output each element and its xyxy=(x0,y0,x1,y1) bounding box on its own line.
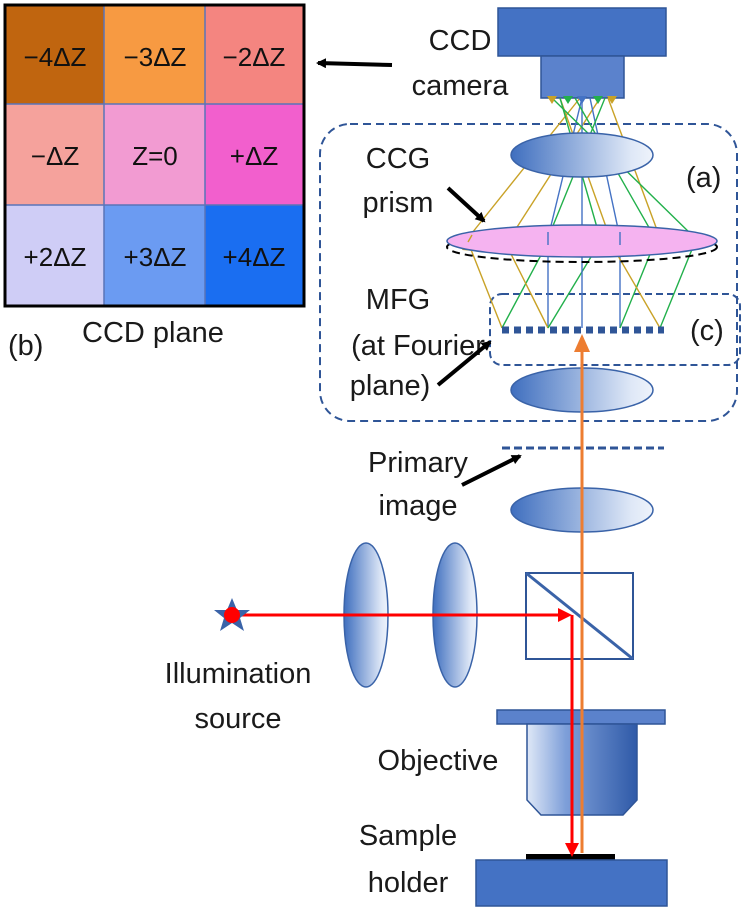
ccd-plane-label: CCD plane xyxy=(82,317,224,349)
grid-cell-r0c2 xyxy=(205,6,303,104)
grid-cell-r1c2 xyxy=(205,104,303,205)
grid-cell-r2c0 xyxy=(6,205,104,305)
sample-holder-label-2: holder xyxy=(368,867,449,899)
grid-cell-r2c2 xyxy=(205,205,303,305)
ccg-prism-label-1: CCG xyxy=(366,143,430,175)
illumination-beam xyxy=(232,608,579,857)
illumination-source-label-2: source xyxy=(194,703,281,735)
grid-cell-r1c0 xyxy=(6,104,104,205)
grid-label-r1c2: +ΔZ xyxy=(230,141,279,171)
primary-image-label-2: image xyxy=(379,490,458,522)
grid-cell-r0c1 xyxy=(104,6,205,104)
panel-label-a: (a) xyxy=(686,162,721,194)
primary-image-pointer xyxy=(461,454,522,487)
primary-image-label-1: Primary xyxy=(368,447,468,479)
sample-holder xyxy=(475,854,668,907)
grid-label-r2c1: +3ΔZ xyxy=(124,242,187,272)
grid-cell-r2c1 xyxy=(104,205,205,305)
mfg-label-3: plane) xyxy=(350,370,431,402)
beam-splitter xyxy=(525,571,634,661)
illumination-source-label-1: Illumination xyxy=(165,658,312,690)
ccg-prism-pointer xyxy=(446,186,486,223)
emission-beam xyxy=(574,334,590,853)
grid-cell-r1c1 xyxy=(104,104,205,205)
grid-label-r0c2: −2ΔZ xyxy=(223,42,286,72)
ccd-plane-grid: −4ΔZ −3ΔZ −2ΔZ −ΔZ Z=0 +ΔZ +2ΔZ +3ΔZ +4Δ… xyxy=(3,3,306,308)
mfg-label-2: (at Fourier xyxy=(351,330,485,362)
mfg-label-1: MFG xyxy=(366,284,430,316)
objective-label: Objective xyxy=(378,745,499,777)
grid-label-r1c1: Z=0 xyxy=(132,141,178,171)
ccg-prism xyxy=(446,224,718,263)
ccg-prism-label-2: prism xyxy=(363,187,434,219)
grid-label-r2c0: +2ΔZ xyxy=(24,242,87,272)
module-box-c xyxy=(489,293,741,366)
tube-lens-top xyxy=(510,132,654,178)
grid-label-r0c1: −3ΔZ xyxy=(124,42,187,72)
grid-label-r0c0: −4ΔZ xyxy=(24,42,87,72)
panel-label-c: (c) xyxy=(690,315,724,347)
sample-holder-label-1: Sample xyxy=(359,820,457,852)
grid-label-r2c2: +4ΔZ xyxy=(223,242,286,272)
grid-cell-r0c0 xyxy=(6,6,104,104)
ccd-camera xyxy=(497,7,667,99)
ccd-camera-label-2: camera xyxy=(412,70,510,102)
illumination-source-icon xyxy=(214,598,250,631)
ccd-camera-label-1: CCD xyxy=(429,25,492,57)
grid-pointer-arrow xyxy=(316,58,393,69)
grid-border xyxy=(3,3,306,308)
panel-label-b: (b) xyxy=(8,330,43,362)
module-box-a xyxy=(319,123,738,422)
mfg-pointer xyxy=(436,340,492,387)
grid-label-r1c0: −ΔZ xyxy=(31,141,80,171)
